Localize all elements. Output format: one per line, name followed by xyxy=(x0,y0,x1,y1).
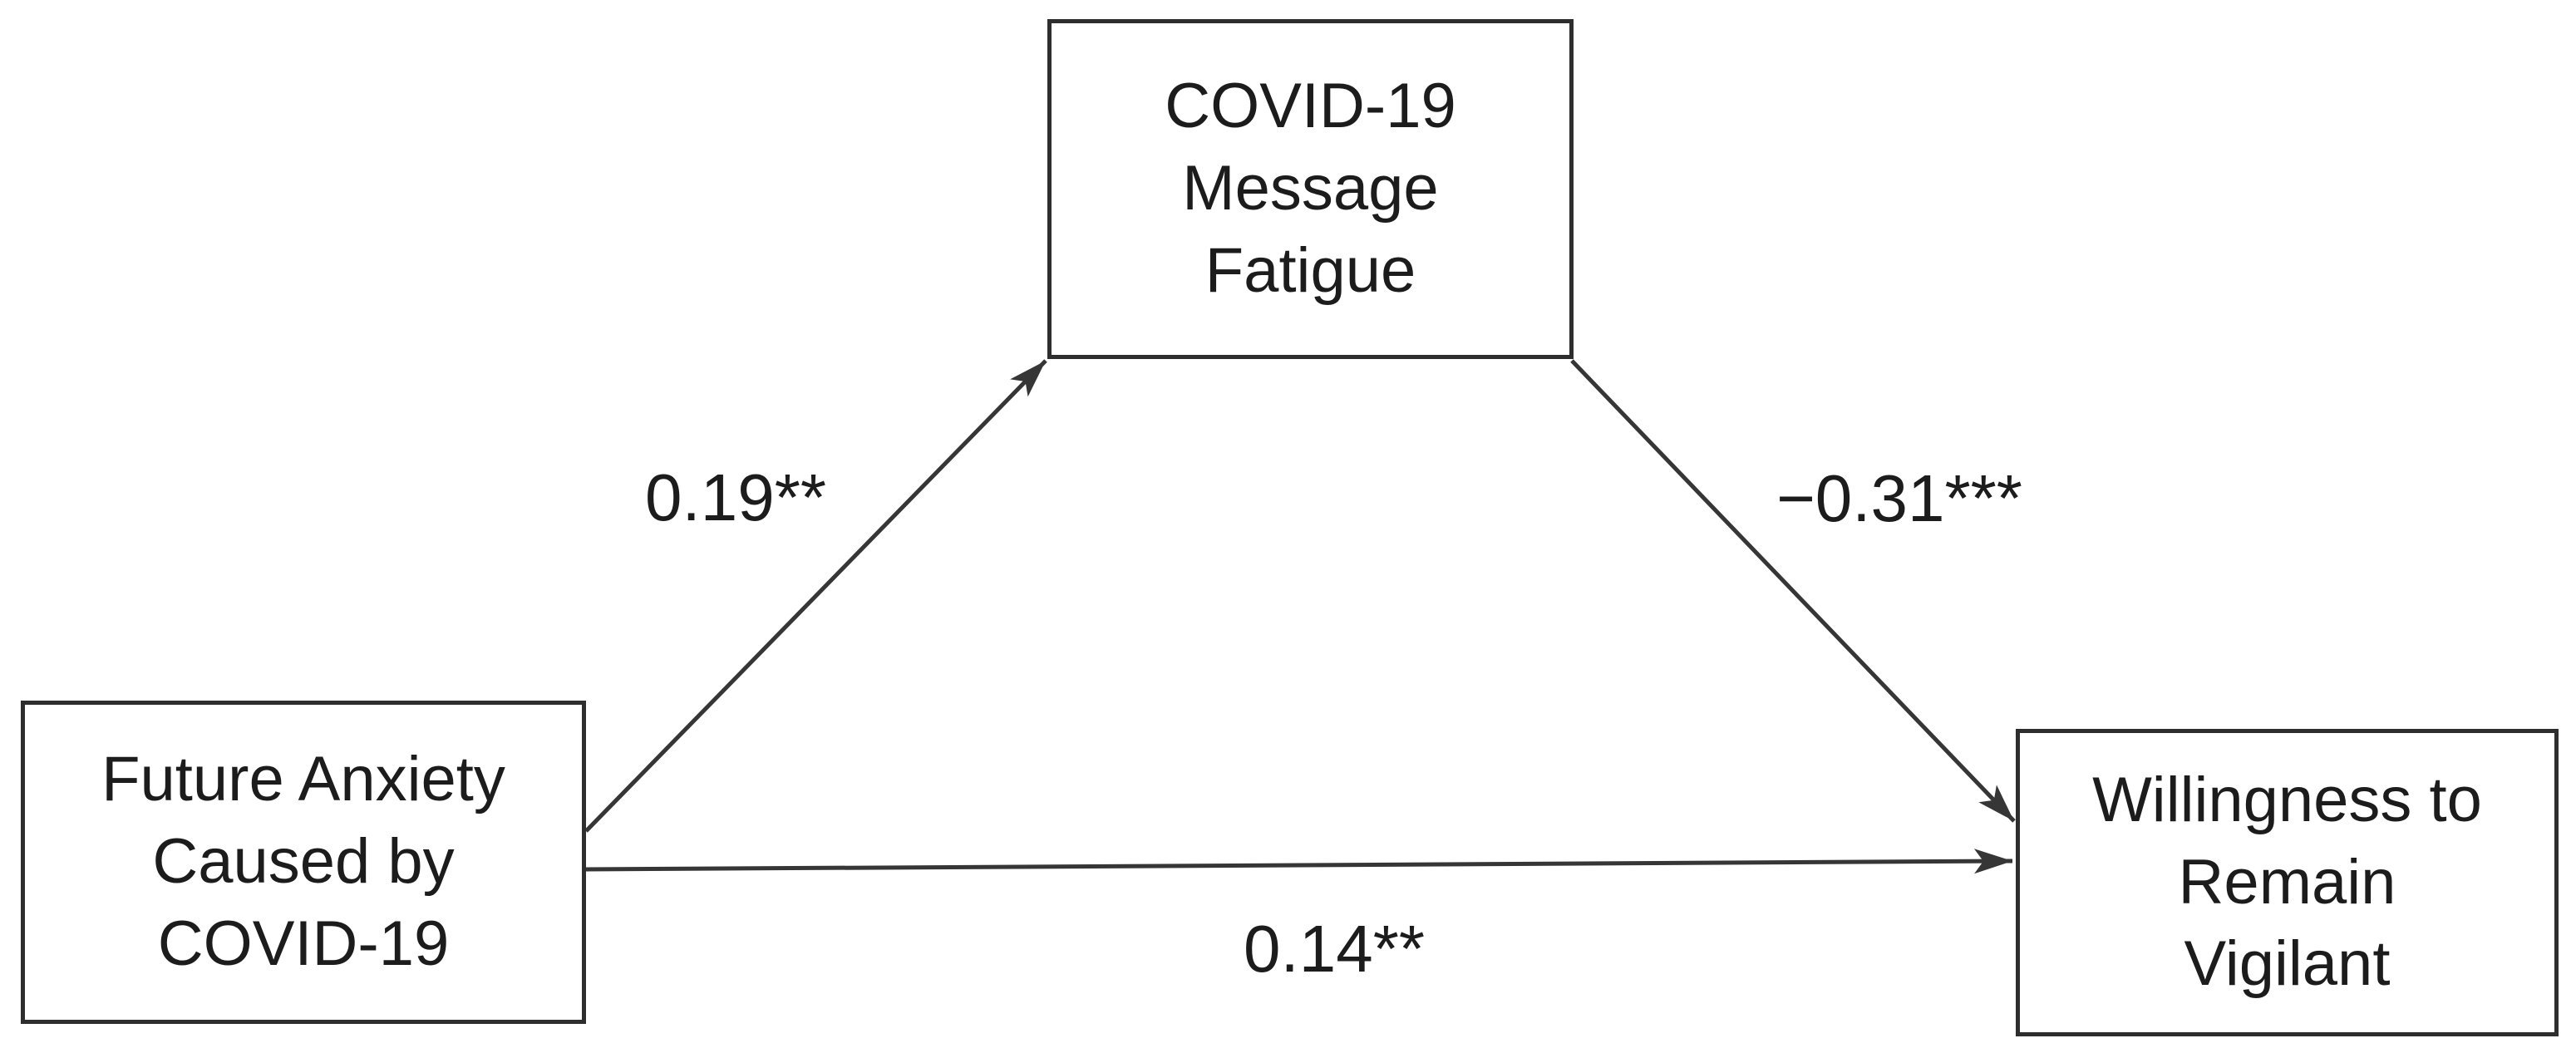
box-mediator-line: Fatigue xyxy=(1204,234,1416,306)
box-predictor-line: Future Anxiety xyxy=(101,744,505,815)
box-outcome-line: Willingness to xyxy=(2092,764,2482,835)
box-predictor-line: Caused by xyxy=(152,826,455,898)
box-predictor-line: COVID-19 xyxy=(157,908,450,979)
box-outcome: Willingness to Remain Vigilant xyxy=(2016,729,2559,1036)
coefficient-predictor-mediator: 0.19** xyxy=(645,460,826,534)
box-mediator-line: Message xyxy=(1182,153,1439,224)
arrow-mediator-to-outcome xyxy=(1570,359,2016,823)
box-outcome-line: Vigilant xyxy=(2184,928,2391,1000)
box-outcome-line: Remain xyxy=(2178,846,2396,918)
box-mediator: COVID-19 Message Fatigue xyxy=(1047,19,1574,359)
box-mediator-line: COVID-19 xyxy=(1165,71,1456,142)
box-predictor: Future Anxiety Caused by COVID-19 xyxy=(21,701,586,1024)
coefficient-mediator-outcome: −0.31*** xyxy=(1776,461,2022,535)
arrow-predictor-to-mediator xyxy=(584,359,1047,833)
coefficient-predictor-outcome: 0.14** xyxy=(1244,912,1425,986)
arrow-predictor-to-outcome xyxy=(585,849,2013,874)
